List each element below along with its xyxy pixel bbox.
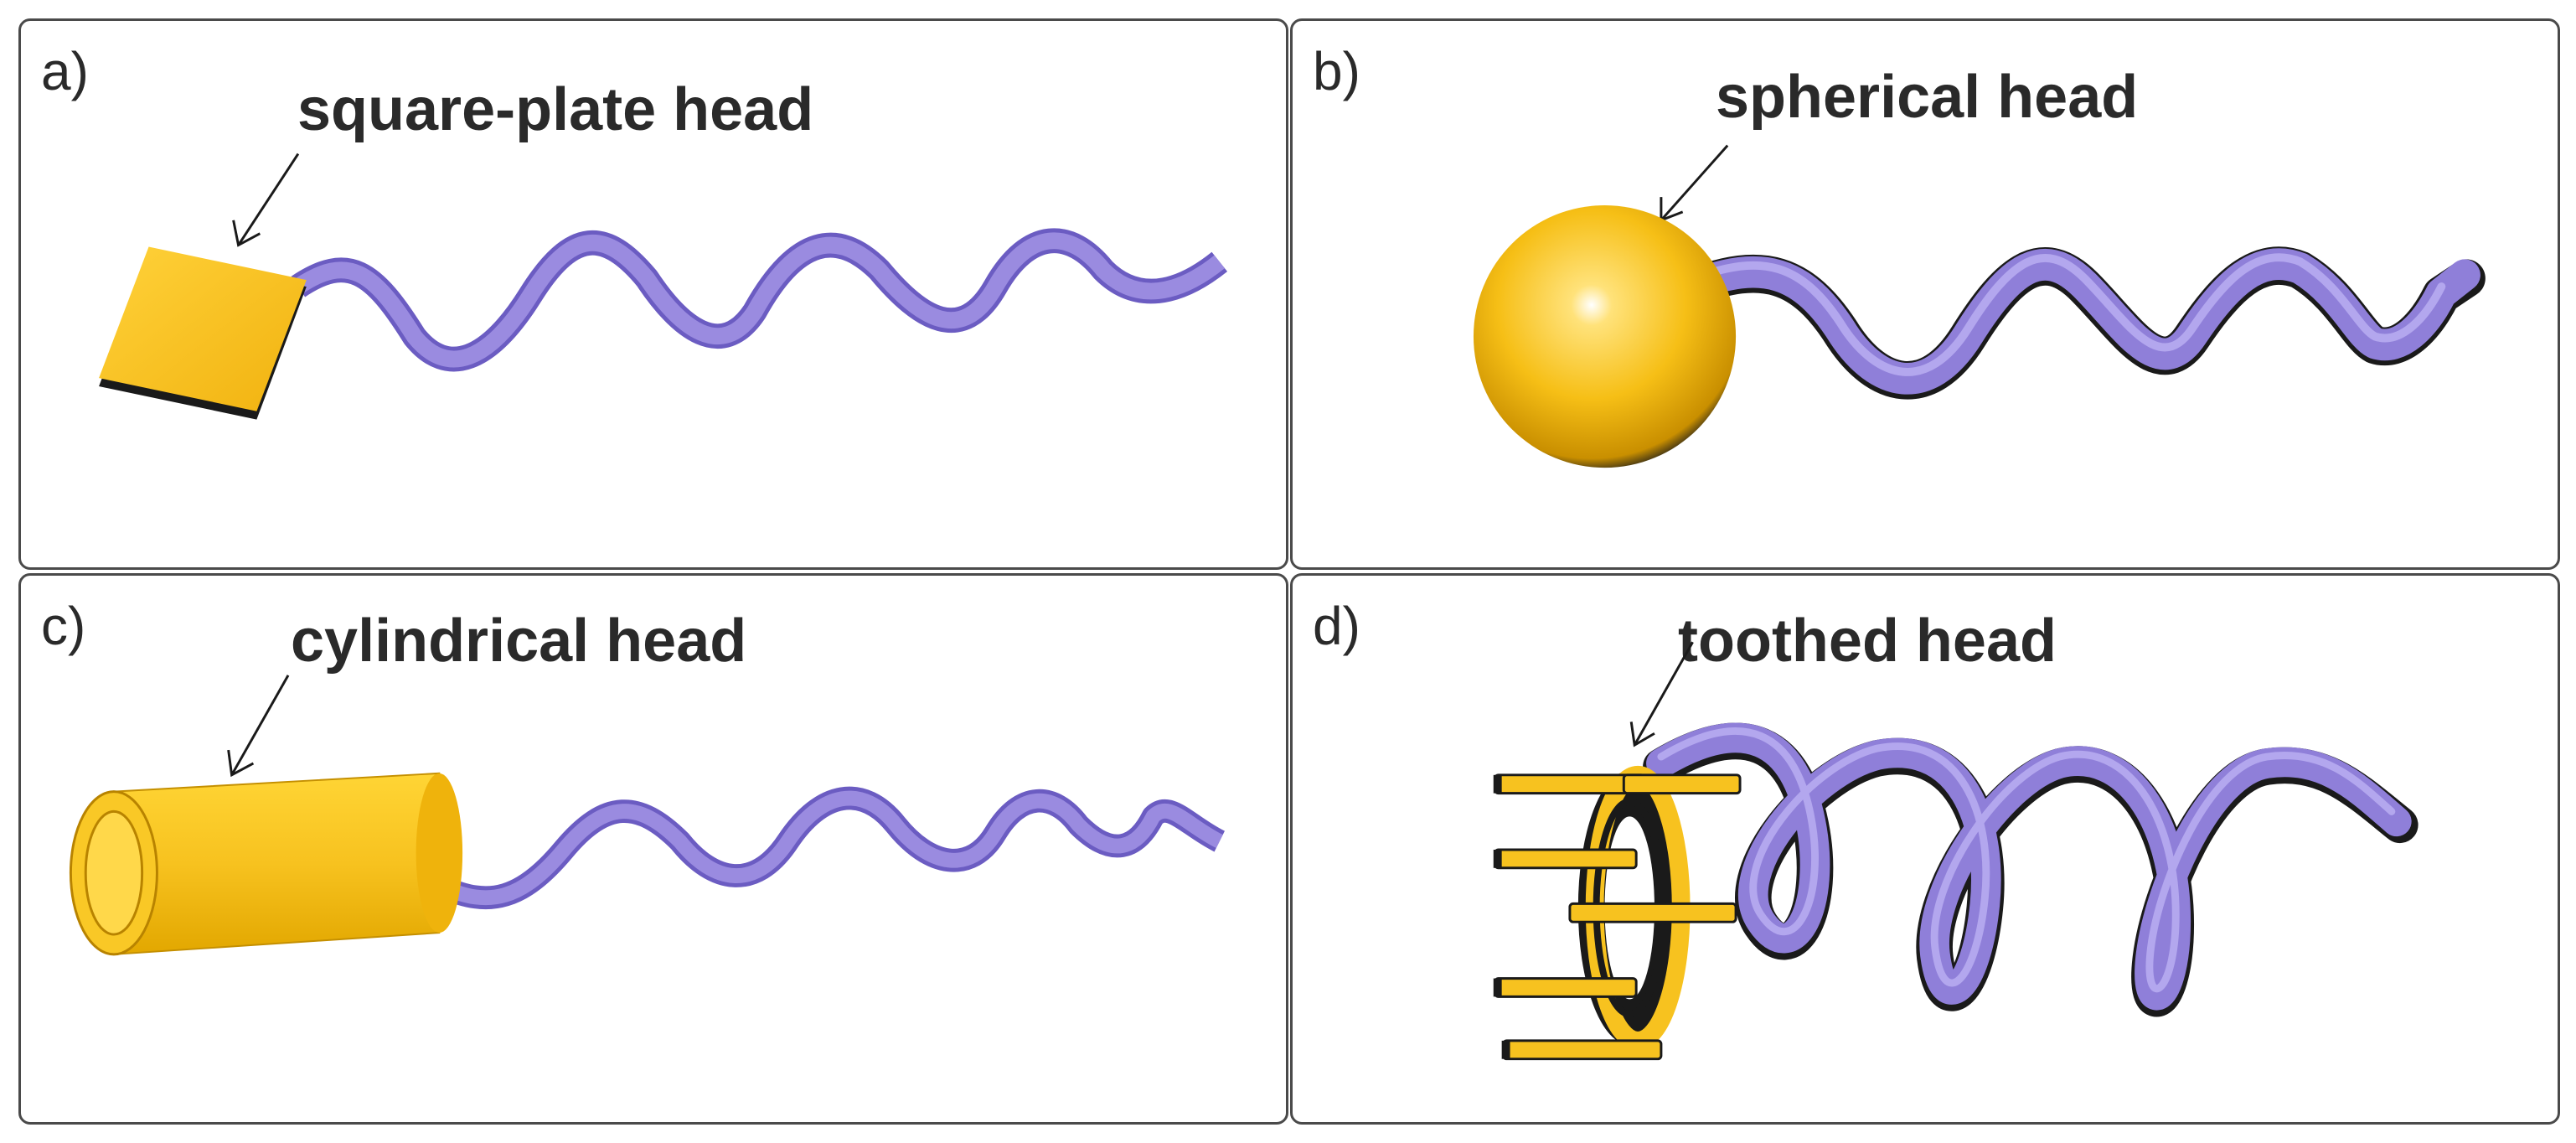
- panel-letter-c: c): [41, 596, 86, 656]
- panel-square-plate: a) square-plate head: [18, 18, 1288, 570]
- panel-spherical: b) spherical head: [1290, 18, 2560, 570]
- label-arrow-d: [1629, 641, 1694, 747]
- panel-letter-b: b): [1313, 41, 1360, 101]
- tube-helix-d: [1643, 722, 2419, 1017]
- toothed-head-label: toothed head: [1678, 608, 2057, 675]
- square-plate-head-label: square-plate head: [297, 76, 814, 143]
- spherical-head-label: spherical head: [1716, 64, 2139, 131]
- cylindrical-swimmer-figure: [69, 675, 1226, 956]
- panel-letter-a: a): [41, 41, 89, 101]
- label-arrow-b: [1660, 144, 1729, 222]
- ribbon-helix-c: [438, 786, 1226, 910]
- spherical-head: [1473, 204, 1737, 468]
- ribbon-helix-a: [291, 228, 1228, 372]
- cylindrical-head-label: cylindrical head: [291, 608, 747, 675]
- spherical-swimmer-figure: [1473, 144, 2486, 468]
- cylindrical-head: [69, 772, 463, 956]
- square-plate-swimmer-figure: [99, 153, 1228, 420]
- label-arrow-a: [232, 153, 300, 247]
- panel-letter-d: d): [1313, 596, 1360, 656]
- tube-helix-b: [1675, 246, 2486, 400]
- toothed-head: [1493, 765, 1742, 1061]
- square-plate-head: [99, 246, 307, 420]
- label-arrow-c: [227, 675, 290, 778]
- panel-toothed: d) toothed head: [1290, 573, 2560, 1125]
- panel-cylindrical: c) cylindrical head: [18, 573, 1288, 1125]
- toothed-swimmer-figure: [1493, 641, 2419, 1061]
